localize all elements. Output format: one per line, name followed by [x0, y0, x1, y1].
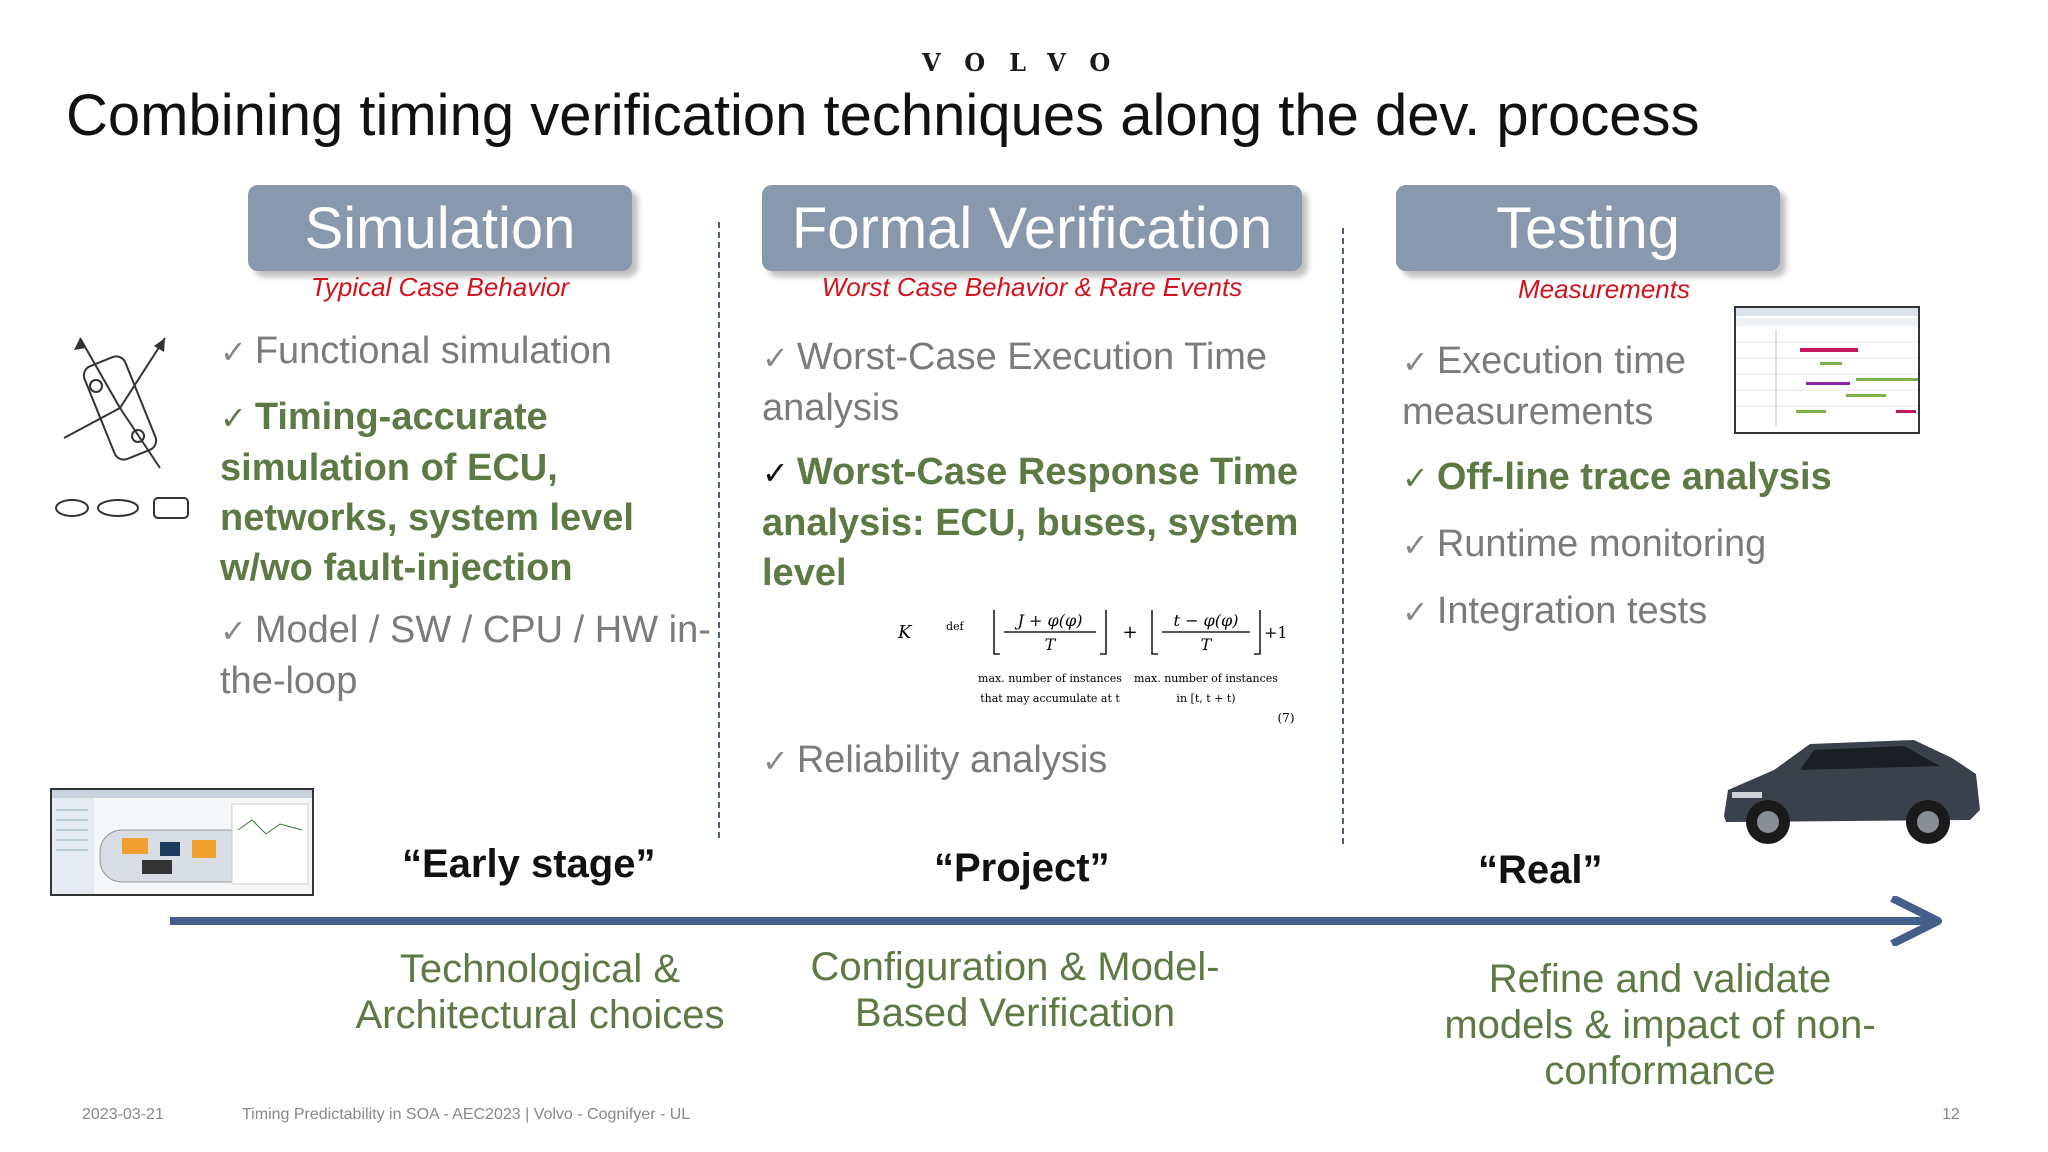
check-icon: ✓: [220, 400, 247, 436]
check-icon: ✓: [1402, 527, 1429, 563]
testing-item-execution-time: ✓Execution time measurements: [1402, 340, 1687, 433]
formula-label: max. number of instances: [1134, 672, 1278, 685]
formal-verification-subtitle: Worst Case Behavior & Rare Events: [821, 272, 1243, 302]
formula-def: def: [946, 620, 965, 633]
column-separator: [1342, 228, 1344, 844]
check-icon: ✓: [220, 334, 247, 370]
page-number: 12: [1942, 1106, 1960, 1123]
check-icon: ✓: [220, 613, 247, 649]
simulation-tool-screenshot: [50, 788, 314, 896]
check-icon: ✓: [1402, 460, 1429, 496]
svg-text:t − φ(φ): t − φ(φ): [1174, 611, 1239, 630]
vehicle-dynamics-sketch: [50, 318, 200, 532]
simulation-item-timing-accurate: ✓Timing-accurate simulation of ECU, netw…: [220, 396, 634, 589]
check-icon: ✓: [1402, 344, 1429, 380]
simulation-subtitle: Typical Case Behavior: [310, 272, 570, 302]
testing-item-trace-analysis: ✓Off-line trace analysis: [1402, 456, 1832, 498]
formal-verification-header: Formal Verification: [762, 185, 1302, 271]
formula-eq-number: (7): [1278, 711, 1295, 725]
formula-label: in [t, t + t): [1176, 692, 1235, 705]
formula-plus: +: [1122, 622, 1137, 643]
check-icon: ✓: [762, 455, 789, 491]
volvo-logo: VOLVO: [922, 48, 1135, 77]
check-icon: ✓: [762, 340, 789, 376]
column-separator: [718, 222, 720, 838]
simulation-item-in-the-loop: ✓Model / SW / CPU / HW in-the-loop: [220, 609, 711, 702]
formula-label: that may accumulate at t: [980, 692, 1120, 705]
volvo-suv-image: [1714, 728, 1984, 852]
formal-item-wcet: ✓Worst-Case Execution Time analysis: [762, 336, 1268, 429]
testing-subtitle: Measurements: [1518, 274, 1690, 304]
testing-item-runtime-monitoring: ✓Runtime monitoring: [1402, 523, 1767, 565]
stage-project: “Project”: [934, 846, 1110, 890]
formal-item-wcrt: ✓Worst-Case Response Time analysis: ECU,…: [762, 451, 1299, 594]
caption-real: Refine and validate models & impact of n…: [1444, 957, 1876, 1093]
trace-tool-screenshot: [1734, 306, 1920, 434]
testing-item-integration-tests: ✓Integration tests: [1402, 590, 1708, 632]
formula-plus-one: +1: [1264, 623, 1288, 642]
testing-header: Testing: [1396, 185, 1780, 271]
formula-label: max. number of instances: [978, 672, 1122, 685]
caption-early-stage: Technological & Architectural choices: [355, 947, 725, 1037]
footer-date: 2023-03-21: [82, 1106, 164, 1123]
formula-lhs: K: [897, 622, 913, 643]
slide-title: Combining timing verification techniques…: [66, 83, 1700, 148]
footer-text: Timing Predictability in SOA - AEC2023 |…: [242, 1106, 691, 1123]
stage-early: “Early stage”: [402, 842, 656, 886]
response-time-formula: K def J + φ(φ) T t − φ(φ) T + +1 max. nu…: [890, 604, 1300, 728]
svg-text:J + φ(φ): J + φ(φ): [1015, 611, 1083, 630]
svg-text:T: T: [1201, 635, 1213, 654]
check-icon: ✓: [762, 743, 789, 779]
check-icon: ✓: [1402, 594, 1429, 630]
stage-real: “Real”: [1478, 848, 1603, 892]
svg-text:T: T: [1045, 635, 1057, 654]
simulation-item-functional: ✓Functional simulation: [220, 330, 612, 372]
timeline-arrow: [168, 894, 1948, 948]
simulation-header: Simulation: [248, 185, 632, 271]
caption-project: Configuration & Model-Based Verification: [810, 945, 1220, 1035]
formal-item-reliability: ✓Reliability analysis: [762, 739, 1108, 781]
